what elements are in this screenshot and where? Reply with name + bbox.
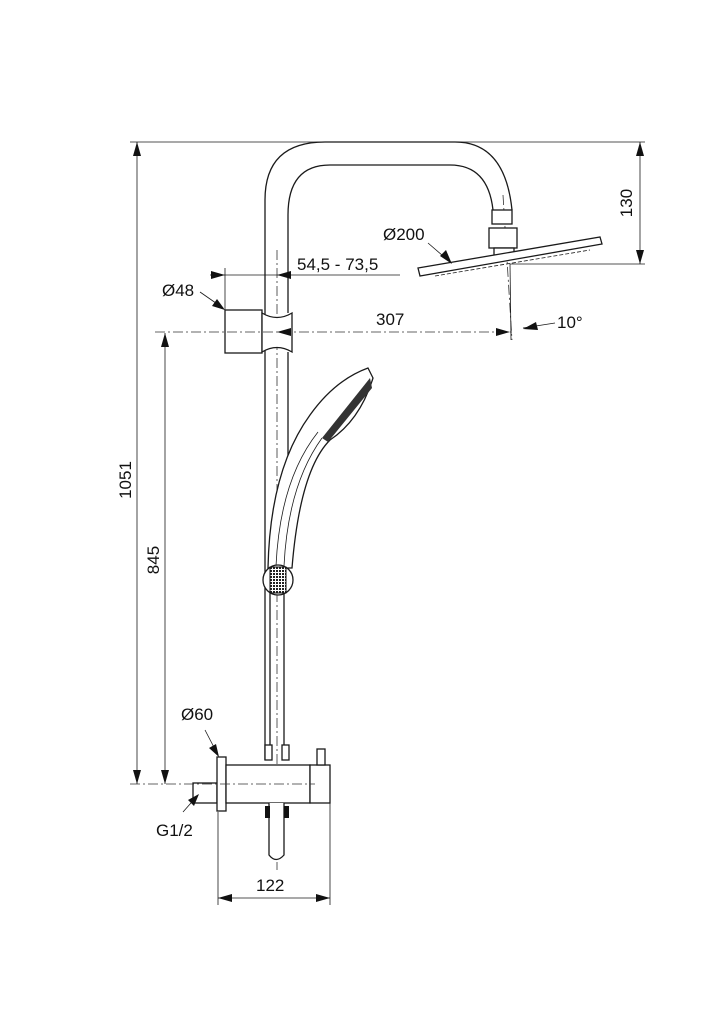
dim-head-tilt: 10°	[557, 313, 583, 332]
dim-flange-diameter: Ø60	[181, 705, 213, 724]
valve-body	[192, 748, 331, 861]
wall-bracket	[224, 309, 293, 354]
lower-rod	[264, 593, 290, 761]
dim-arm-projection: 307	[376, 310, 404, 329]
dim-head-diameter: Ø200	[383, 225, 425, 244]
dim-head-drop: 130	[617, 189, 636, 217]
overhead-shower-head	[417, 209, 603, 277]
dim-total-height: 1051	[116, 461, 135, 499]
dim-outlet-height: 845	[144, 546, 163, 574]
riser-pipe	[264, 141, 513, 870]
dim-bracket-diameter: Ø48	[162, 281, 194, 300]
dimension-lines	[130, 141, 645, 905]
hand-shower	[262, 367, 374, 596]
dim-valve-width: 122	[256, 876, 284, 895]
dim-inlet-thread: G1/2	[156, 821, 193, 840]
dim-wall-offset: 54,5 - 73,5	[297, 255, 378, 274]
